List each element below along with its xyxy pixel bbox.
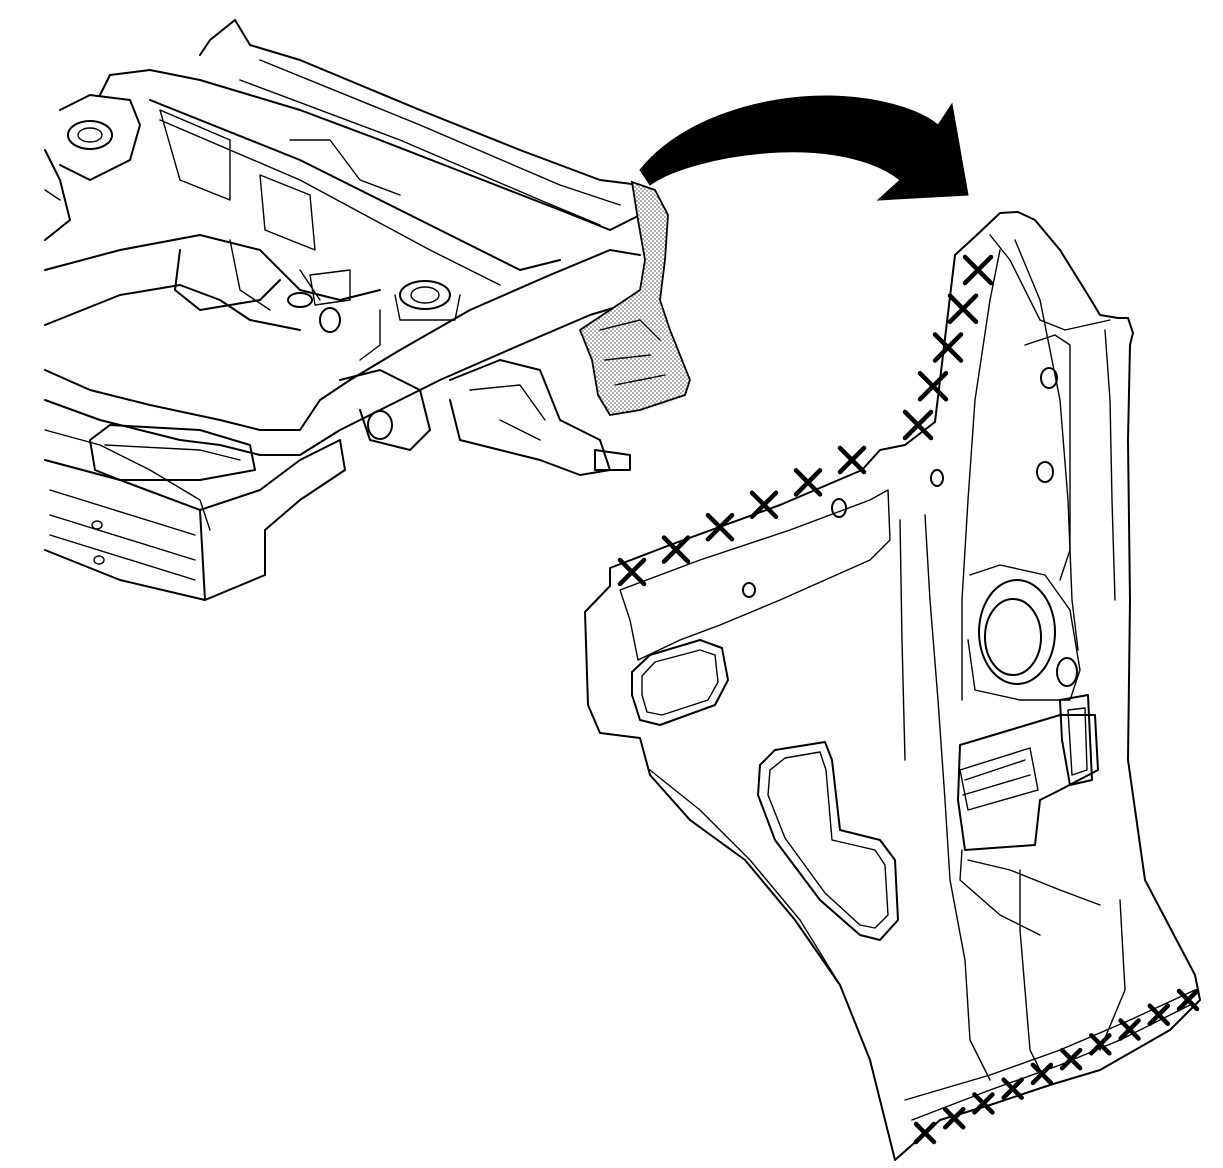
weld-mark-upper-pillar-1 [962, 254, 994, 286]
curved-arrow-icon [639, 95, 969, 201]
weld-mark-lower-flange-7 [1089, 1033, 1112, 1056]
weld-mark-upper-flange-5 [793, 468, 823, 497]
weld-marks [617, 254, 1200, 1145]
weld-mark-lower-flange-4 [1001, 1077, 1024, 1100]
weld-mark-lower-flange-3 [972, 1092, 995, 1115]
weld-mark-upper-flange-6 [837, 445, 867, 475]
weld-mark-upper-flange-2 [661, 535, 691, 564]
weld-mark-upper-pillar-2 [947, 293, 979, 324]
weld-mark-lower-flange-6 [1059, 1047, 1083, 1071]
weld-mark-lower-flange-10 [1176, 988, 1200, 1012]
weld-mark-lower-flange-9 [1147, 1003, 1171, 1027]
weld-mark-upper-pillar-4 [917, 371, 949, 402]
removed-panel-location-shading [578, 180, 691, 416]
weld-mark-lower-flange-8 [1118, 1018, 1141, 1041]
weld-mark-lower-flange-1 [913, 1121, 937, 1145]
weld-mark-lower-flange-2 [942, 1106, 966, 1130]
weld-mark-upper-pillar-5 [902, 409, 934, 441]
vehicle-front-structure [44, 19, 691, 601]
weld-mark-lower-flange-5 [1030, 1062, 1054, 1086]
weld-mark-upper-flange-3 [705, 512, 735, 542]
weld-mark-upper-flange-4 [749, 490, 779, 520]
weld-mark-upper-flange-1 [617, 557, 647, 587]
weld-mark-upper-pillar-3 [932, 332, 964, 363]
